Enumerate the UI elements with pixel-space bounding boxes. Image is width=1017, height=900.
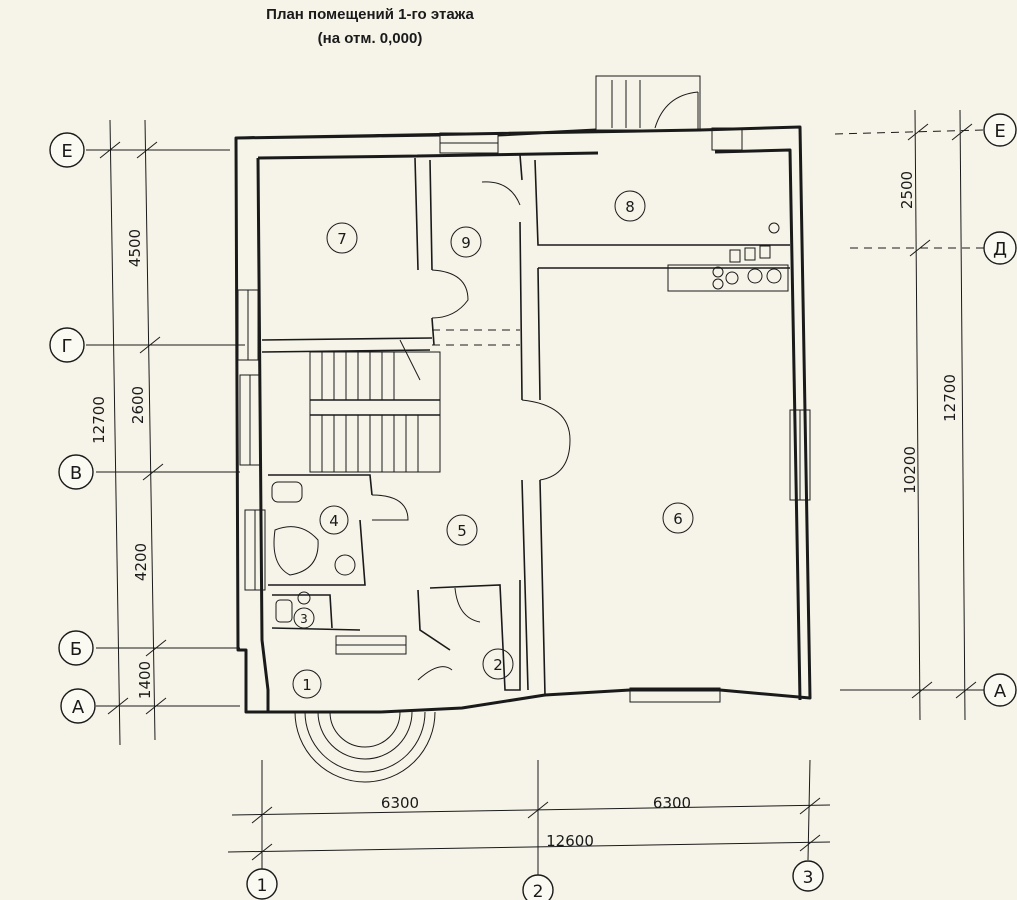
axis-marker-bubble [246,868,278,900]
dim-left-4200: 4200 [132,543,150,581]
dim-left-4500: 4500 [126,229,144,267]
axis-marker-bubble [983,231,1017,265]
dim-left-1400: 1400 [136,661,154,699]
axis-lines [86,129,986,875]
axis-marker-bubble [49,132,85,168]
axis-markers: Е Г В Б А Е Д А 1 2 3 [49,113,1017,900]
dim-left-2600: 2600 [129,386,147,424]
dim-right-10200: 10200 [901,446,919,494]
room-marker [292,669,322,699]
axis-label-d-right: Д [993,239,1007,260]
room-labels: 1 2 3 4 5 6 7 8 9 [292,190,694,699]
room-marker [293,607,315,629]
axis-marker-bubble [792,860,824,892]
axis-label-v-left: В [70,463,82,484]
room-marker [319,505,349,535]
axis-label-1: 1 [257,876,268,896]
room-marker [614,190,646,222]
axis-marker-bubble [58,630,94,666]
axis-label-b-left: Б [70,639,82,660]
room-number-4: 4 [329,512,339,530]
staircase [309,339,441,473]
dim-bottom-6300-right: 6300 [653,794,691,812]
dim-right-2500: 2500 [898,171,916,209]
interior-walls [261,154,790,696]
axis-marker-bubble [60,688,96,724]
dimension-lines [99,109,977,861]
dimension-labels: 4500 2600 4200 1400 12700 2500 10200 127… [90,171,959,850]
room-number-2: 2 [493,656,503,674]
dim-bottom-total: 12600 [546,832,594,850]
exterior-walls [234,75,812,714]
room-marker [450,226,482,258]
axis-label-2: 2 [533,882,544,900]
axis-label-3: 3 [803,868,814,888]
dim-right-total: 12700 [941,374,959,422]
axis-marker-bubble [522,874,554,900]
entrance-steps [294,711,436,783]
room-number-7: 7 [337,230,347,248]
axis-label-e-right: Е [994,121,1005,142]
room-number-8: 8 [625,198,635,216]
room-marker [482,648,514,680]
room-number-1: 1 [302,676,312,694]
axis-marker-bubble [983,673,1017,707]
axis-label-a-right: А [994,681,1007,702]
room-number-5: 5 [457,522,467,540]
axis-marker-bubble [983,113,1017,147]
room-number-3: 3 [300,612,308,626]
dim-bottom-6300-left: 6300 [381,794,419,812]
bathroom-fixtures [271,481,356,623]
room-number-6: 6 [673,510,683,528]
room-marker [326,222,358,254]
room-marker [662,502,694,534]
axis-label-a-left: А [72,697,85,718]
axis-marker-bubble [49,327,85,363]
plan-subtitle: (на отм. 0,000) [317,30,423,47]
axis-marker-bubble [58,454,94,490]
axis-label-g-left: Г [62,336,73,357]
plan-title: План помещений 1-го этажа [266,6,474,23]
dim-left-total: 12700 [90,396,108,444]
room-marker [446,514,478,546]
room-number-9: 9 [461,234,471,252]
axis-label-e-left: Е [61,141,72,162]
